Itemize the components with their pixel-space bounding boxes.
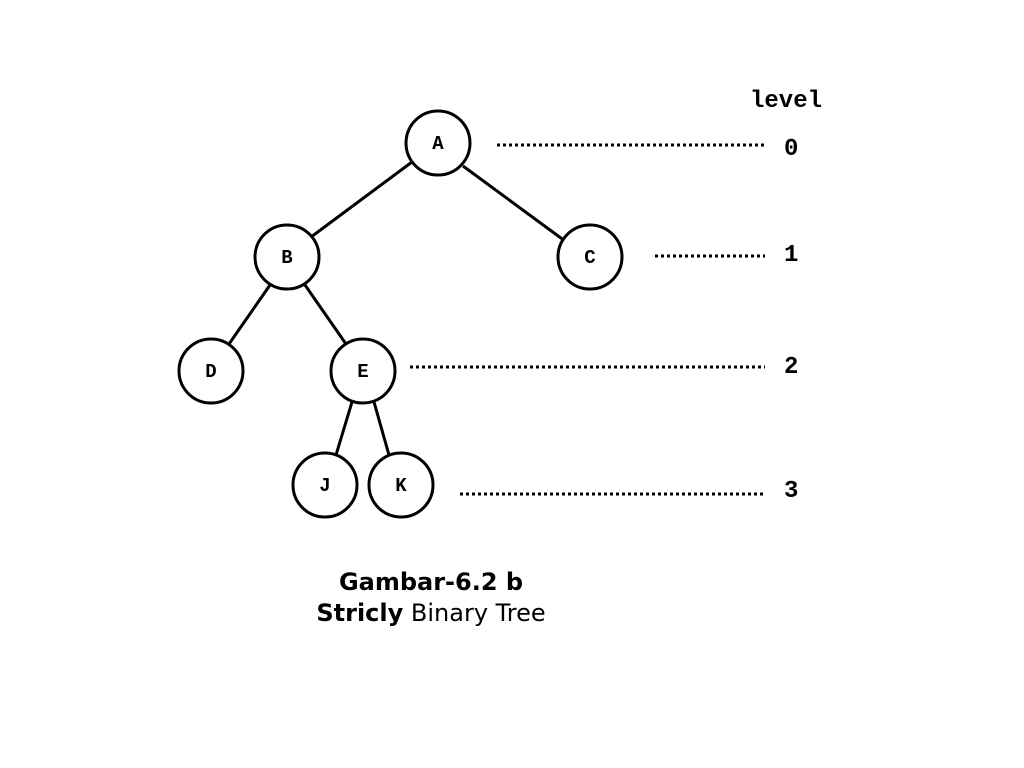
node-d-circle bbox=[177, 337, 245, 405]
tree-node-d: D bbox=[177, 337, 245, 405]
level-3-row: 3 bbox=[460, 478, 798, 505]
level-0-number: 0 bbox=[784, 136, 798, 163]
tree-node-k: K bbox=[367, 451, 435, 519]
tree-node-j: J bbox=[291, 451, 359, 519]
level-0-row: 0 bbox=[497, 136, 798, 163]
level-2-number: 2 bbox=[784, 354, 798, 381]
node-j-circle bbox=[291, 451, 359, 519]
caption-title: Gambar-6.2 b bbox=[339, 568, 523, 596]
caption-subtitle-rest: Binary Tree bbox=[403, 599, 545, 627]
tree-node-c: C bbox=[556, 223, 624, 291]
node-c-label: C bbox=[584, 247, 595, 269]
caption-subtitle-bold: Stricly bbox=[316, 599, 403, 627]
node-k-circle bbox=[367, 451, 435, 519]
node-a-circle bbox=[404, 109, 472, 177]
edge-e-j bbox=[334, 401, 354, 456]
edge-a-b bbox=[310, 160, 413, 239]
node-e-label: E bbox=[357, 361, 368, 383]
node-a-label: A bbox=[432, 133, 444, 155]
node-e-circle bbox=[329, 337, 397, 405]
edge-b-d bbox=[227, 284, 272, 345]
edge-a-c bbox=[462, 164, 566, 243]
tree-node-e: E bbox=[329, 337, 397, 405]
tree-edges bbox=[227, 160, 566, 456]
node-b-circle bbox=[253, 223, 321, 291]
node-j-label: J bbox=[319, 475, 330, 497]
caption-subtitle: Stricly Binary Tree bbox=[316, 599, 545, 627]
node-c-circle bbox=[556, 223, 624, 291]
edge-b-e bbox=[303, 284, 348, 345]
level-2-row: 2 bbox=[410, 354, 798, 381]
level-1-row: 1 bbox=[655, 242, 798, 269]
level-3-number: 3 bbox=[784, 478, 798, 505]
tree-node-a: A bbox=[404, 109, 472, 177]
node-b-label: B bbox=[281, 247, 292, 269]
level-header: level bbox=[750, 88, 822, 115]
node-k-label: K bbox=[395, 475, 407, 497]
node-d-label: D bbox=[205, 361, 216, 383]
level-1-number: 1 bbox=[784, 242, 798, 269]
edge-e-k bbox=[372, 401, 391, 456]
tree-node-b: B bbox=[253, 223, 321, 291]
